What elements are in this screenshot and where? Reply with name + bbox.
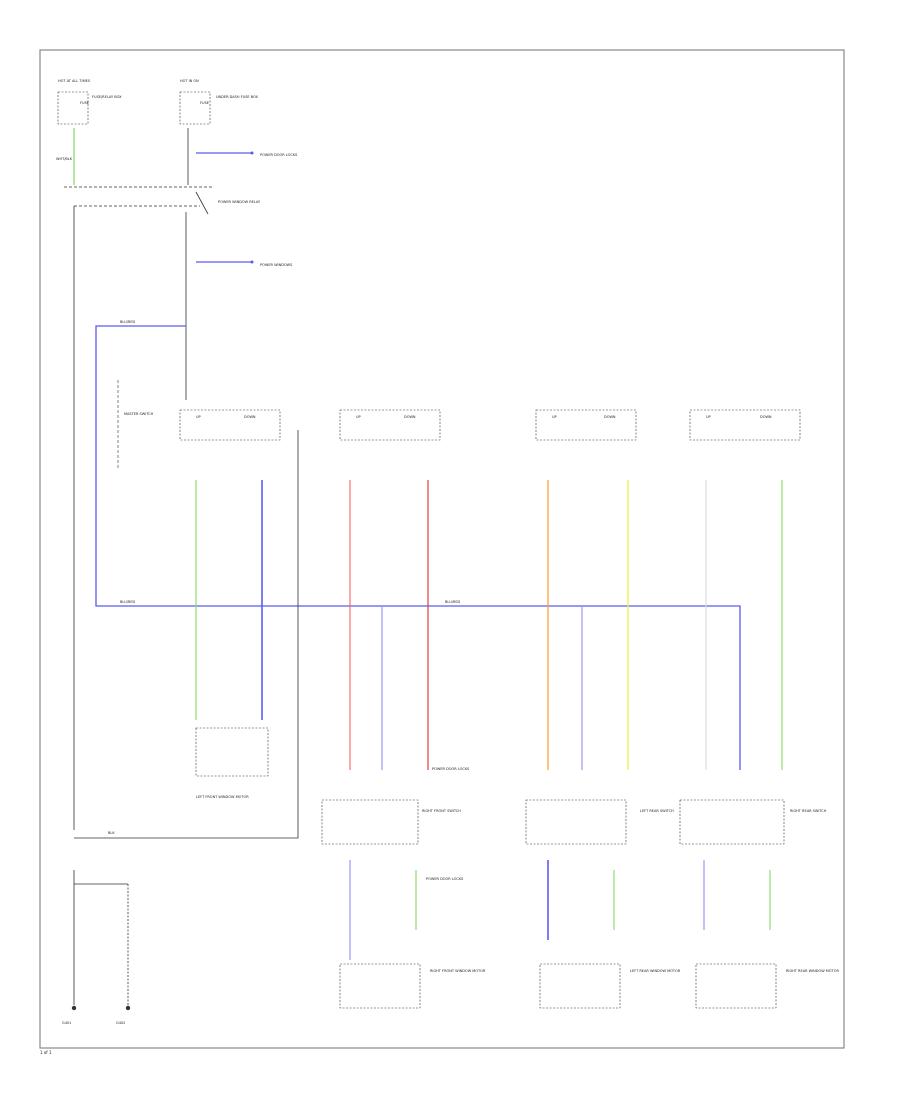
master-switch: MASTER SWITCH bbox=[117, 380, 154, 470]
fuse-box-label-right: UNDER-DASH FUSE BOX bbox=[216, 95, 259, 99]
switch-column-2: UP DOWN RIGHT FRONT SWITCH RIGHT FRONT W… bbox=[321, 409, 486, 1009]
down-label: DOWN bbox=[244, 415, 256, 419]
fuse-block-left: HOT AT ALL TIMES FUSE FUSE/RELAY BOX bbox=[57, 79, 122, 125]
grounds: G401 G402 bbox=[62, 870, 131, 1025]
down-label: DOWN bbox=[760, 415, 772, 419]
blue-bus-wire bbox=[95, 325, 741, 770]
door-lock-label-2: POWER DOOR LOCKS bbox=[432, 767, 470, 771]
right-rear-motor bbox=[695, 963, 777, 1009]
power-window-relay: POWER WINDOW RELAY bbox=[64, 186, 261, 215]
connector-dot bbox=[250, 151, 254, 155]
door-lock-label-3: POWER DOOR LOCKS bbox=[426, 877, 464, 881]
fuse-box-label-left: FUSE/RELAY BOX bbox=[92, 95, 122, 99]
ground-symbol bbox=[125, 1005, 131, 1011]
right-front-switch bbox=[321, 799, 419, 845]
left-rear-switch bbox=[525, 799, 627, 845]
switch-column-3: UP DOWN LEFT REAR SWITCH LEFT REAR WINDO… bbox=[525, 409, 681, 1009]
fuse-box-left bbox=[57, 91, 89, 125]
fuse-box-right bbox=[179, 91, 211, 125]
down-label: DOWN bbox=[604, 415, 616, 419]
right-front-motor bbox=[339, 963, 421, 1009]
right-rear-switch bbox=[679, 799, 785, 845]
switch-block bbox=[179, 409, 281, 441]
up-label: UP bbox=[552, 415, 557, 419]
relay-label: POWER WINDOW RELAY bbox=[218, 200, 261, 204]
switch-block bbox=[339, 409, 441, 441]
right-rear-motor-label: RIGHT REAR WINDOW MOTOR bbox=[786, 969, 839, 973]
down-label: DOWN bbox=[404, 415, 416, 419]
door-lock-label: POWER DOOR LOCKS bbox=[260, 153, 298, 157]
ground-symbol bbox=[71, 1005, 77, 1011]
fuse-label-left: FUSE bbox=[80, 101, 89, 105]
left-rear-motor-label: LEFT REAR WINDOW MOTOR bbox=[630, 969, 681, 973]
left-front-motor bbox=[195, 727, 269, 777]
switch-column-1: UP DOWN LEFT FRONT WINDOW MOTOR bbox=[179, 409, 281, 799]
ground-label-2: G402 bbox=[116, 1021, 125, 1025]
hot-at-all-times-label-left: HOT AT ALL TIMES bbox=[58, 79, 91, 83]
left-rear-switch-label: LEFT REAR SWITCH bbox=[640, 809, 674, 813]
right-rear-switch-label: RIGHT REAR SWITCH bbox=[790, 809, 827, 813]
ground-label-1: G401 bbox=[62, 1021, 71, 1025]
up-label: UP bbox=[356, 415, 361, 419]
relay-switch bbox=[195, 191, 209, 215]
wire-label: BLU/RED bbox=[120, 320, 136, 324]
left-front-motor-label: LEFT FRONT WINDOW MOTOR bbox=[196, 795, 249, 799]
fuse-label-right: FUSE bbox=[200, 101, 209, 105]
wire-label: BLU/RED bbox=[445, 600, 461, 604]
wire-label: WHT/BLK bbox=[56, 157, 73, 161]
up-label: UP bbox=[196, 415, 201, 419]
fuse-block-right: HOT IN ON FUSE UNDER-DASH FUSE BOX bbox=[179, 79, 259, 125]
up-label: UP bbox=[706, 415, 711, 419]
connector-dot bbox=[250, 260, 254, 264]
switch-column-4: UP DOWN RIGHT REAR SWITCH RIGHT REAR WIN… bbox=[679, 409, 839, 1009]
left-rear-motor bbox=[539, 963, 621, 1009]
wire-label: BLU/RED bbox=[120, 600, 136, 604]
ground-return-wire bbox=[74, 430, 299, 839]
hot-in-on-label: HOT IN ON bbox=[180, 79, 199, 83]
diagram-frame bbox=[39, 49, 845, 1049]
wire-label: BLK bbox=[108, 831, 115, 835]
switch-block bbox=[535, 409, 637, 441]
power-windows-label: POWER WINDOWS bbox=[260, 263, 293, 267]
page-footer: 1 of 1 bbox=[40, 1050, 52, 1055]
master-switch-label: MASTER SWITCH bbox=[124, 412, 154, 416]
right-front-motor-label: RIGHT FRONT WINDOW MOTOR bbox=[430, 969, 486, 973]
right-front-switch-label: RIGHT FRONT SWITCH bbox=[422, 809, 461, 813]
